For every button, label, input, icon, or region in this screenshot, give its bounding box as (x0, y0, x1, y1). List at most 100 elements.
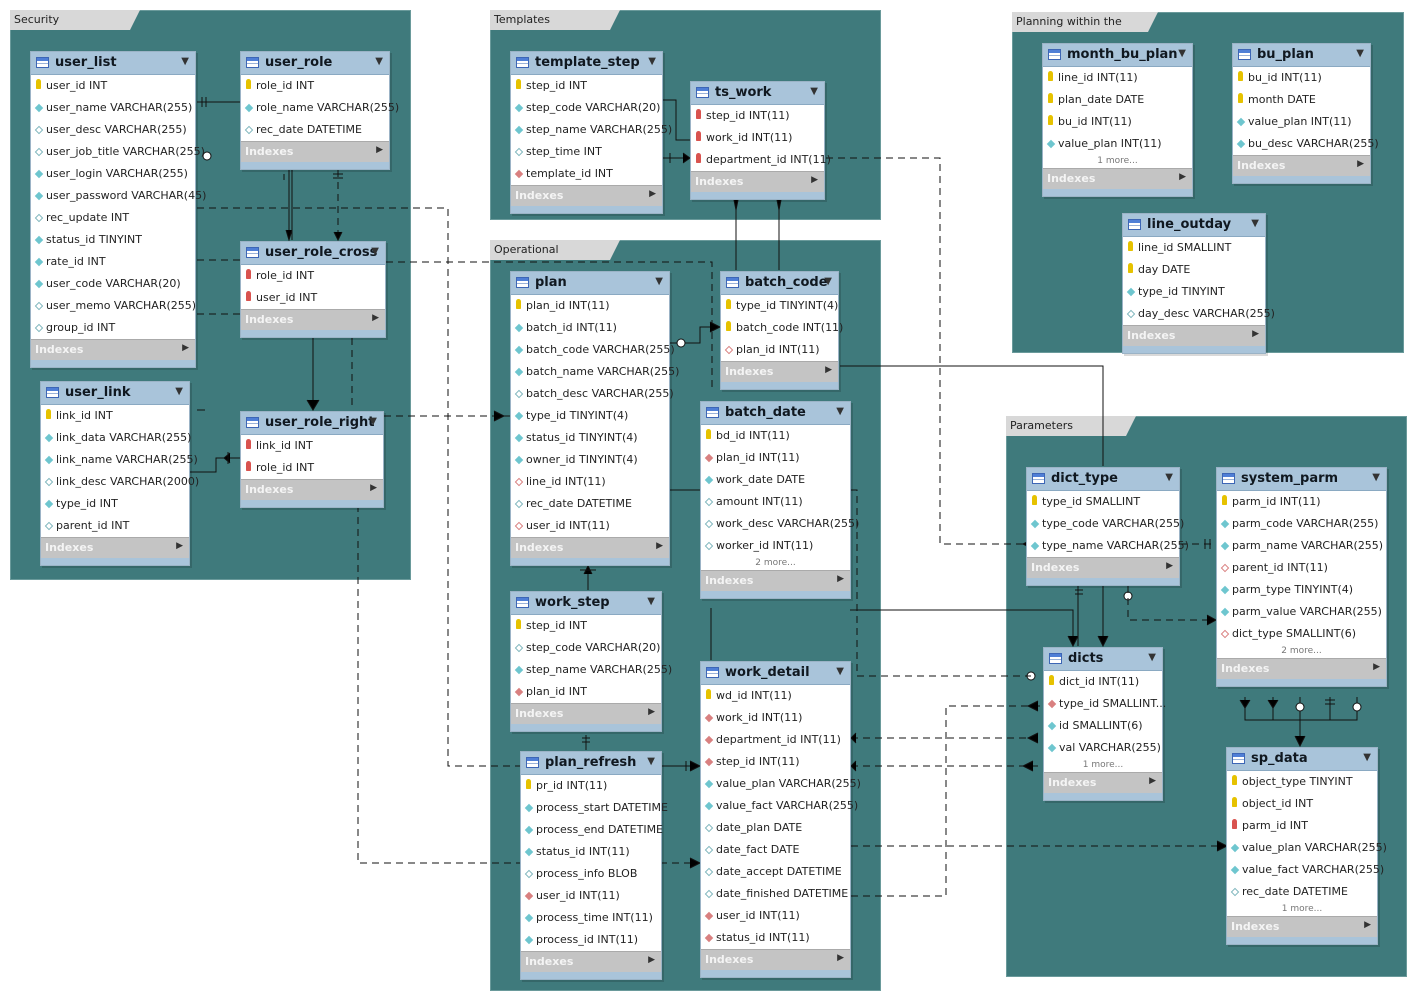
collapse-icon[interactable]: ▼ (371, 246, 379, 257)
column-row[interactable]: user_desc VARCHAR(255) (31, 119, 195, 141)
column-row[interactable]: date_finished DATETIME (701, 883, 850, 905)
column-row[interactable]: process_info BLOB (521, 863, 661, 885)
collapse-icon[interactable]: ▼ (1356, 48, 1364, 59)
table-batch-code[interactable]: batch_code▼type_id TINYINT(4)batch_code … (720, 271, 843, 390)
table-header[interactable]: plan_refresh▼ (521, 752, 661, 775)
column-row[interactable]: parm_value VARCHAR(255) (1217, 601, 1386, 623)
column-row[interactable]: step_code VARCHAR(20) (511, 637, 661, 659)
indexes-section[interactable]: Indexes▶ (521, 951, 661, 972)
column-row[interactable]: step_id INT (511, 75, 662, 97)
column-row[interactable]: parm_id INT(11) (1217, 491, 1386, 513)
column-row[interactable]: month DATE (1233, 89, 1370, 111)
column-row[interactable]: type_code VARCHAR(255) (1027, 513, 1184, 535)
expand-arrow-icon[interactable]: ▶ (837, 953, 844, 963)
indexes-section[interactable]: Indexes▶ (701, 570, 850, 591)
table-header[interactable]: bu_plan▼ (1233, 44, 1370, 67)
column-row[interactable]: date_fact DATE (701, 839, 850, 861)
column-row[interactable]: link_name VARCHAR(255) (41, 449, 198, 471)
column-row[interactable]: object_type TINYINT (1227, 771, 1377, 793)
column-row[interactable]: step_name VARCHAR(255) (511, 119, 672, 141)
indexes-section[interactable]: Indexes▶ (511, 185, 662, 206)
column-row[interactable]: rate_id INT (31, 251, 195, 273)
indexes-section[interactable]: Indexes▶ (241, 141, 389, 162)
table-header[interactable]: user_role▼ (241, 52, 389, 75)
table-header[interactable]: line_outday▼ (1123, 214, 1265, 237)
column-row[interactable]: amount INT(11) (701, 491, 850, 513)
table-header[interactable]: user_role_cross▼ (241, 242, 385, 265)
column-row[interactable]: bu_id INT(11) (1043, 111, 1192, 133)
collapse-icon[interactable]: ▼ (647, 756, 655, 767)
column-row[interactable]: type_id SMALLINT (1027, 491, 1179, 513)
column-row[interactable]: date_accept DATETIME (701, 861, 850, 883)
column-row[interactable]: work_desc VARCHAR(255) (701, 513, 859, 535)
column-row[interactable]: type_id TINYINT(4) (511, 405, 669, 427)
column-row[interactable]: line_id INT(11) (511, 471, 669, 493)
column-row[interactable]: link_id INT (41, 405, 189, 427)
column-row[interactable]: parm_code VARCHAR(255) (1217, 513, 1386, 535)
indexes-section[interactable]: Indexes▶ (1233, 155, 1370, 176)
column-row[interactable]: dict_type SMALLINT(6) (1217, 623, 1386, 645)
column-row[interactable]: plan_id INT(11) (721, 339, 838, 361)
table-header[interactable]: batch_code▼ (721, 272, 838, 295)
collapse-icon[interactable]: ▼ (175, 386, 183, 397)
expand-arrow-icon[interactable]: ▶ (825, 365, 832, 375)
column-row[interactable]: val VARCHAR(255) (1044, 737, 1162, 759)
table-header[interactable]: work_step▼ (511, 592, 661, 615)
table-header[interactable]: template_step▼ (511, 52, 662, 75)
indexes-section[interactable]: Indexes▶ (721, 361, 838, 382)
collapse-icon[interactable]: ▼ (1372, 472, 1380, 483)
column-row[interactable]: user_id INT(11) (701, 905, 850, 927)
table-header[interactable]: user_link▼ (41, 382, 189, 405)
column-row[interactable]: line_id SMALLINT (1123, 237, 1265, 259)
column-row[interactable]: template_id INT (511, 163, 662, 185)
table-header[interactable]: work_detail▼ (701, 662, 850, 685)
column-row[interactable]: type_id SMALLINT... (1044, 693, 1166, 715)
collapse-icon[interactable]: ▼ (1251, 218, 1259, 229)
column-row[interactable]: work_date DATE (701, 469, 850, 491)
expand-arrow-icon[interactable]: ▶ (1179, 172, 1186, 182)
collapse-icon[interactable]: ▼ (1178, 48, 1186, 59)
expand-arrow-icon[interactable]: ▶ (176, 541, 183, 551)
table-header[interactable]: batch_date▼ (701, 402, 850, 425)
collapse-icon[interactable]: ▼ (181, 56, 189, 67)
expand-arrow-icon[interactable]: ▶ (182, 343, 189, 353)
indexes-section[interactable]: Indexes▶ (691, 171, 824, 192)
table-header[interactable]: system_parm▼ (1217, 468, 1386, 491)
expand-arrow-icon[interactable]: ▶ (837, 574, 844, 584)
collapse-icon[interactable]: ▼ (810, 86, 818, 97)
column-row[interactable]: user_id INT(11) (511, 515, 669, 537)
column-row[interactable]: department_id INT(11) (691, 149, 831, 171)
indexes-section[interactable]: Indexes▶ (1027, 557, 1179, 578)
column-row[interactable]: status_id INT(11) (701, 927, 850, 949)
collapse-icon[interactable]: ▼ (824, 276, 832, 287)
column-row[interactable]: user_password VARCHAR(45) (31, 185, 206, 207)
table-work-detail[interactable]: work_detail▼wd_id INT(11)work_id INT(11)… (700, 661, 861, 978)
column-row[interactable]: step_id INT(11) (701, 751, 850, 773)
expand-arrow-icon[interactable]: ▶ (372, 313, 379, 323)
column-row[interactable]: line_id INT(11) (1043, 67, 1192, 89)
table-system-parm[interactable]: system_parm▼parm_id INT(11)parm_code VAR… (1216, 467, 1387, 687)
column-row[interactable]: plan_id INT (511, 681, 661, 703)
column-row[interactable]: batch_desc VARCHAR(255) (511, 383, 674, 405)
column-row[interactable]: process_id INT(11) (521, 929, 661, 951)
column-row[interactable]: status_id TINYINT(4) (511, 427, 669, 449)
indexes-section[interactable]: Indexes▶ (1044, 772, 1162, 793)
indexes-section[interactable]: Indexes▶ (1123, 325, 1265, 346)
collapse-icon[interactable]: ▼ (655, 276, 663, 287)
indexes-section[interactable]: Indexes▶ (701, 949, 850, 970)
column-row[interactable]: value_plan INT(11) (1233, 111, 1370, 133)
expand-arrow-icon[interactable]: ▶ (1373, 662, 1380, 672)
column-row[interactable]: batch_name VARCHAR(255) (511, 361, 679, 383)
column-row[interactable]: day_desc VARCHAR(255) (1123, 303, 1275, 325)
column-row[interactable]: plan_id INT(11) (511, 295, 669, 317)
collapse-icon[interactable]: ▼ (1363, 752, 1371, 763)
indexes-section[interactable]: Indexes▶ (31, 339, 195, 360)
